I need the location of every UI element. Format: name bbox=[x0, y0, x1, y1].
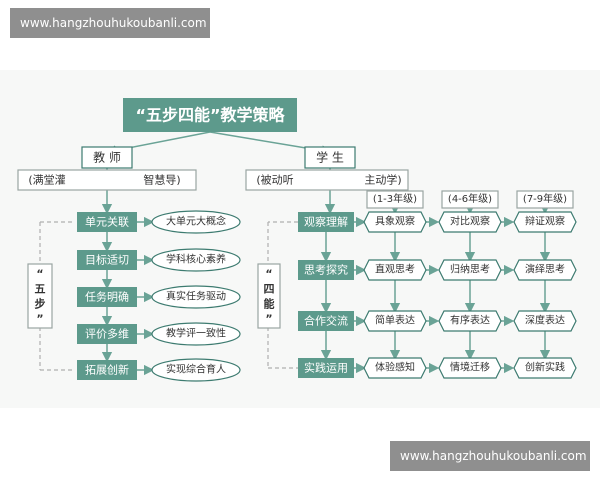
strategy-diagram-panel: “五步四能”教学策略教 师 学 生 (满堂灌 智慧导) (被动听 主动学) “ 五步 ” 单元关联… bbox=[0, 70, 600, 408]
teacher-side-label-box bbox=[27, 263, 53, 329]
teacher-step-detail-oval bbox=[151, 358, 241, 382]
ability-box bbox=[298, 358, 354, 378]
student-side-label-box bbox=[257, 263, 281, 329]
ability-level-hexagon bbox=[513, 310, 577, 332]
teacher-side-label-char: ” bbox=[36, 313, 43, 326]
teacher-step-box bbox=[77, 212, 137, 232]
ability-level-text: 演绎思考 bbox=[525, 263, 565, 276]
ability-level-text: 归纳思考 bbox=[450, 263, 490, 276]
ability-level-text: 创新实践 bbox=[525, 361, 565, 374]
ability-level-hexagon bbox=[438, 259, 502, 281]
ability-level-text: 直观思考 bbox=[375, 263, 415, 276]
grade-header-box bbox=[366, 190, 424, 209]
teacher-transition-to: 智慧导) bbox=[143, 173, 180, 187]
teacher-side-label-char: 步 bbox=[35, 297, 46, 311]
ability-level-hexagon bbox=[438, 310, 502, 332]
ability-box bbox=[298, 260, 354, 280]
teacher-header-box bbox=[81, 146, 133, 169]
grade-header-text: (7-9年级) bbox=[523, 192, 567, 205]
teacher-side-label-char: 五 bbox=[35, 283, 46, 296]
student-transition-to: 主动学) bbox=[364, 173, 401, 187]
ability-label: 合作交流 bbox=[304, 314, 348, 328]
grade-header-text: (4-6年级) bbox=[448, 192, 492, 205]
watermark-top: www.hangzhouhukoubanli.com bbox=[10, 8, 210, 38]
ability-label: 实践运用 bbox=[304, 361, 348, 375]
ability-label: 观察理解 bbox=[304, 215, 348, 229]
teacher-step-detail: 教学评一致性 bbox=[166, 327, 226, 340]
ability-box bbox=[298, 311, 354, 331]
title-text: “五步四能”教学策略 bbox=[135, 106, 285, 125]
title-box bbox=[123, 98, 297, 132]
ability-level-hexagon bbox=[363, 310, 427, 332]
ability-level-hexagon bbox=[363, 259, 427, 281]
grade-header-text: (1-3年级) bbox=[373, 192, 417, 205]
teacher-step-label: 拓展创新 bbox=[85, 363, 129, 377]
ability-level-text: 对比观察 bbox=[450, 215, 490, 228]
teacher-step-label: 目标适切 bbox=[85, 253, 129, 267]
teacher-step-label: 单元关联 bbox=[85, 215, 129, 229]
ability-label: 思考探究 bbox=[304, 263, 348, 277]
teacher-step-detail-oval bbox=[151, 322, 241, 346]
ability-level-hexagon bbox=[513, 211, 577, 233]
grade-header-box bbox=[441, 190, 499, 209]
teacher-step-detail: 大单元大概念 bbox=[166, 215, 226, 228]
teacher-step-detail-oval bbox=[151, 210, 241, 234]
student-transition-from: (被动听 bbox=[256, 174, 293, 187]
teacher-step-detail: 学科核心素养 bbox=[166, 253, 226, 266]
teacher-transition-from: (满堂灌 bbox=[28, 174, 65, 187]
teacher-step-label: 评价多维 bbox=[85, 327, 129, 341]
teacher-step-box bbox=[77, 287, 137, 307]
ability-level-text: 具象观察 bbox=[375, 215, 415, 228]
ability-level-text: 简单表达 bbox=[375, 314, 415, 327]
teacher-step-box bbox=[77, 250, 137, 270]
teacher-step-detail: 真实任务驱动 bbox=[166, 290, 226, 303]
ability-level-text: 深度表达 bbox=[525, 314, 565, 327]
ability-level-text: 情境迁移 bbox=[450, 361, 490, 374]
connector-lines bbox=[39, 131, 551, 376]
teacher-header-text: 教 师 bbox=[93, 150, 121, 165]
student-header-text: 学 生 bbox=[316, 150, 344, 165]
ability-level-text: 体验感知 bbox=[375, 361, 415, 374]
ability-level-hexagon bbox=[513, 357, 577, 379]
student-header-box bbox=[304, 146, 356, 169]
teacher-step-detail-oval bbox=[151, 285, 241, 309]
ability-level-text: 有序表达 bbox=[450, 314, 490, 327]
ability-level-text: 辩证观察 bbox=[525, 215, 565, 228]
teacher-side-label-char: “ bbox=[36, 268, 43, 281]
teacher-step-box bbox=[77, 360, 137, 380]
teacher-step-detail-oval bbox=[151, 248, 241, 272]
student-side-label-char: 四 bbox=[264, 283, 275, 296]
teacher-step-detail: 实现综合育人 bbox=[166, 363, 226, 376]
teacher-step-label: 任务明确 bbox=[85, 291, 129, 304]
ability-level-hexagon bbox=[438, 211, 502, 233]
student-side-label-char: “ bbox=[265, 268, 272, 281]
teacher-step-box bbox=[77, 324, 137, 344]
grade-header-box bbox=[516, 190, 574, 209]
ability-level-hexagon bbox=[363, 211, 427, 233]
student-side-label-char: 能 bbox=[264, 297, 275, 311]
student-side-label-char: ” bbox=[265, 313, 272, 326]
watermark-bottom: www.hangzhouhukoubanli.com bbox=[390, 441, 590, 471]
ability-level-hexagon bbox=[363, 357, 427, 379]
ability-level-hexagon bbox=[513, 259, 577, 281]
student-transition-box bbox=[245, 169, 409, 191]
ability-box bbox=[298, 212, 354, 232]
teacher-transition-box bbox=[17, 169, 197, 191]
ability-level-hexagon bbox=[438, 357, 502, 379]
